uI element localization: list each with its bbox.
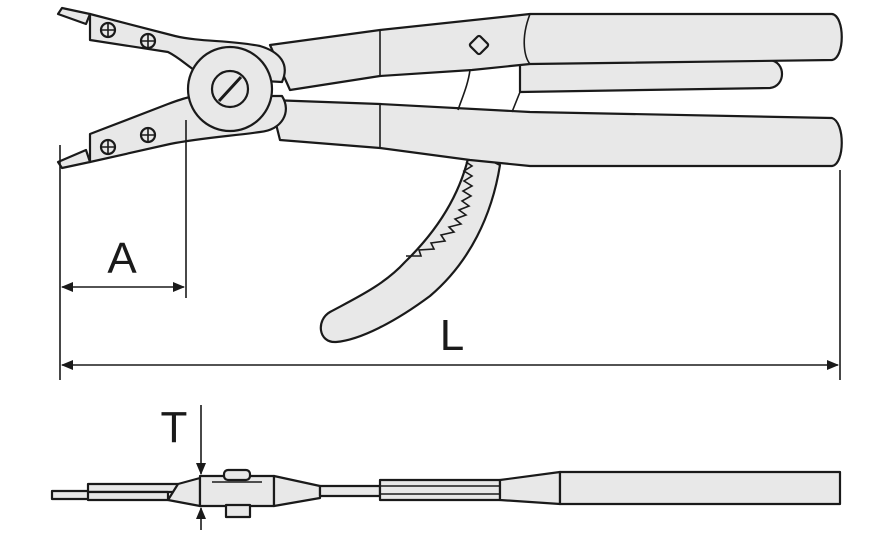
side-jaw-neck bbox=[166, 476, 202, 508]
side-pivot-bolt bbox=[224, 503, 252, 519]
pliers-top-view bbox=[56, 6, 843, 344]
jaw-screw bbox=[139, 126, 157, 144]
lower-handle bbox=[268, 98, 843, 168]
side-jaw-upper bbox=[86, 482, 180, 494]
pliers-side-view: T bbox=[50, 403, 842, 530]
jaw-screw bbox=[99, 138, 117, 156]
dimensions: A L bbox=[59, 120, 841, 380]
jaw-screw bbox=[139, 32, 157, 50]
side-shaft bbox=[318, 484, 382, 498]
lower-handle-spring bbox=[457, 69, 471, 111]
handle-spring-link bbox=[511, 91, 521, 113]
jaw-screw bbox=[99, 21, 117, 39]
side-pivot-nut bbox=[222, 468, 252, 482]
dimension-l-label: L bbox=[440, 311, 464, 360]
pivot-screw-slot bbox=[217, 75, 243, 103]
side-handle-grip bbox=[558, 470, 842, 506]
dimension-a-label: A bbox=[107, 234, 137, 283]
upper-handle-sleeve bbox=[523, 13, 531, 65]
side-neck bbox=[272, 474, 322, 508]
side-ratchet-section bbox=[378, 478, 502, 502]
upper-handle bbox=[268, 12, 843, 92]
side-jaw-lower bbox=[86, 490, 170, 502]
dimension-t-label: T bbox=[161, 403, 188, 452]
ratchet-lever bbox=[319, 148, 502, 344]
lower-jaw-tip bbox=[56, 148, 92, 170]
ratchet-teeth bbox=[406, 161, 474, 257]
upper-grip-back bbox=[518, 58, 784, 94]
side-tip bbox=[50, 489, 92, 501]
upper-handle-rivet bbox=[468, 34, 490, 56]
side-handle-taper bbox=[498, 470, 562, 506]
upper-jaw-tip bbox=[56, 6, 92, 26]
